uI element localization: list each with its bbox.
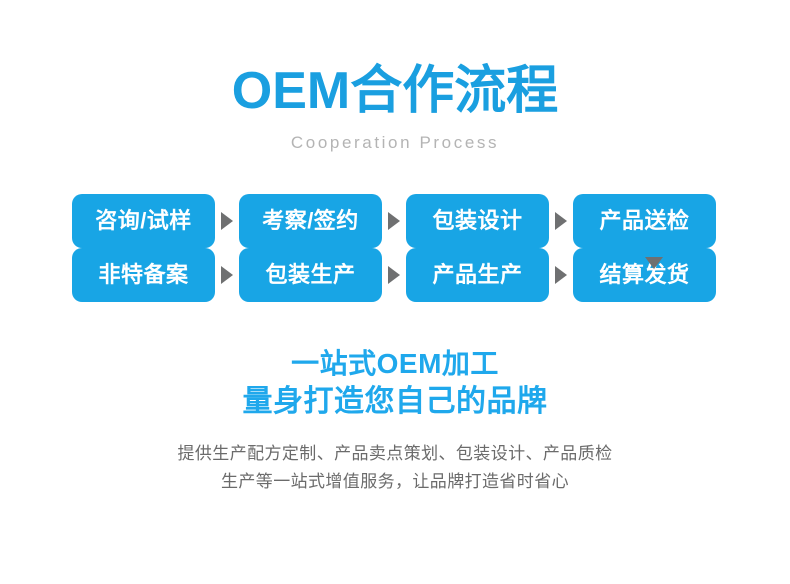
process-row-2: 非特备案 包装生产 产品生产 结算发货 <box>72 248 718 302</box>
footer-description-line2: 生产等一站式增值服务，让品牌打造省时省心 <box>221 472 569 491</box>
process-step-label: 包装设计 <box>432 208 523 233</box>
triangle-right-icon <box>382 248 406 302</box>
process-step-2[interactable]: 考察/签约 <box>239 194 382 248</box>
page-header: OEM合作流程 Cooperation Process <box>0 0 790 154</box>
process-step-8[interactable]: 结算发货 <box>573 248 716 302</box>
process-step-label: 非特备案 <box>98 262 189 287</box>
footer-headline-line2: 量身打造您自己的品牌 <box>242 385 548 418</box>
page-footer: 一站式OEM加工 量身打造您自己的品牌 提供生产配方定制、产品卖点策划、包装设计… <box>0 346 790 496</box>
triangle-right-icon <box>549 248 573 302</box>
process-step-3[interactable]: 包装设计 <box>406 194 549 248</box>
process-step-label: 咨询/试样 <box>95 208 192 233</box>
process-row-1: 咨询/试样 考察/签约 包装设计 产品送检 <box>72 194 718 248</box>
page-subtitle: Cooperation Process <box>290 133 500 152</box>
process-step-7[interactable]: 产品生产 <box>406 248 549 302</box>
process-step-label: 包装生产 <box>265 262 356 287</box>
page-title: OEM合作流程 <box>231 62 559 120</box>
triangle-right-icon <box>215 194 239 248</box>
process-step-label: 产品生产 <box>432 262 523 287</box>
footer-headline-line1: 一站式OEM加工 <box>291 348 499 379</box>
process-step-5[interactable]: 非特备案 <box>72 248 215 302</box>
process-step-label: 考察/签约 <box>262 208 359 233</box>
footer-description-line1: 提供生产配方定制、产品卖点策划、包装设计、产品质检 <box>177 444 613 463</box>
process-step-1[interactable]: 咨询/试样 <box>72 194 215 248</box>
process-step-label: 结算发货 <box>599 262 690 287</box>
triangle-right-icon <box>215 248 239 302</box>
process-step-6[interactable]: 包装生产 <box>239 248 382 302</box>
process-step-4[interactable]: 产品送检 <box>573 194 716 248</box>
triangle-right-icon <box>549 194 573 248</box>
process-flow: 咨询/试样 考察/签约 包装设计 产品送检 非特备案 <box>0 194 790 302</box>
process-step-label: 产品送检 <box>599 208 690 233</box>
triangle-right-icon <box>382 194 406 248</box>
